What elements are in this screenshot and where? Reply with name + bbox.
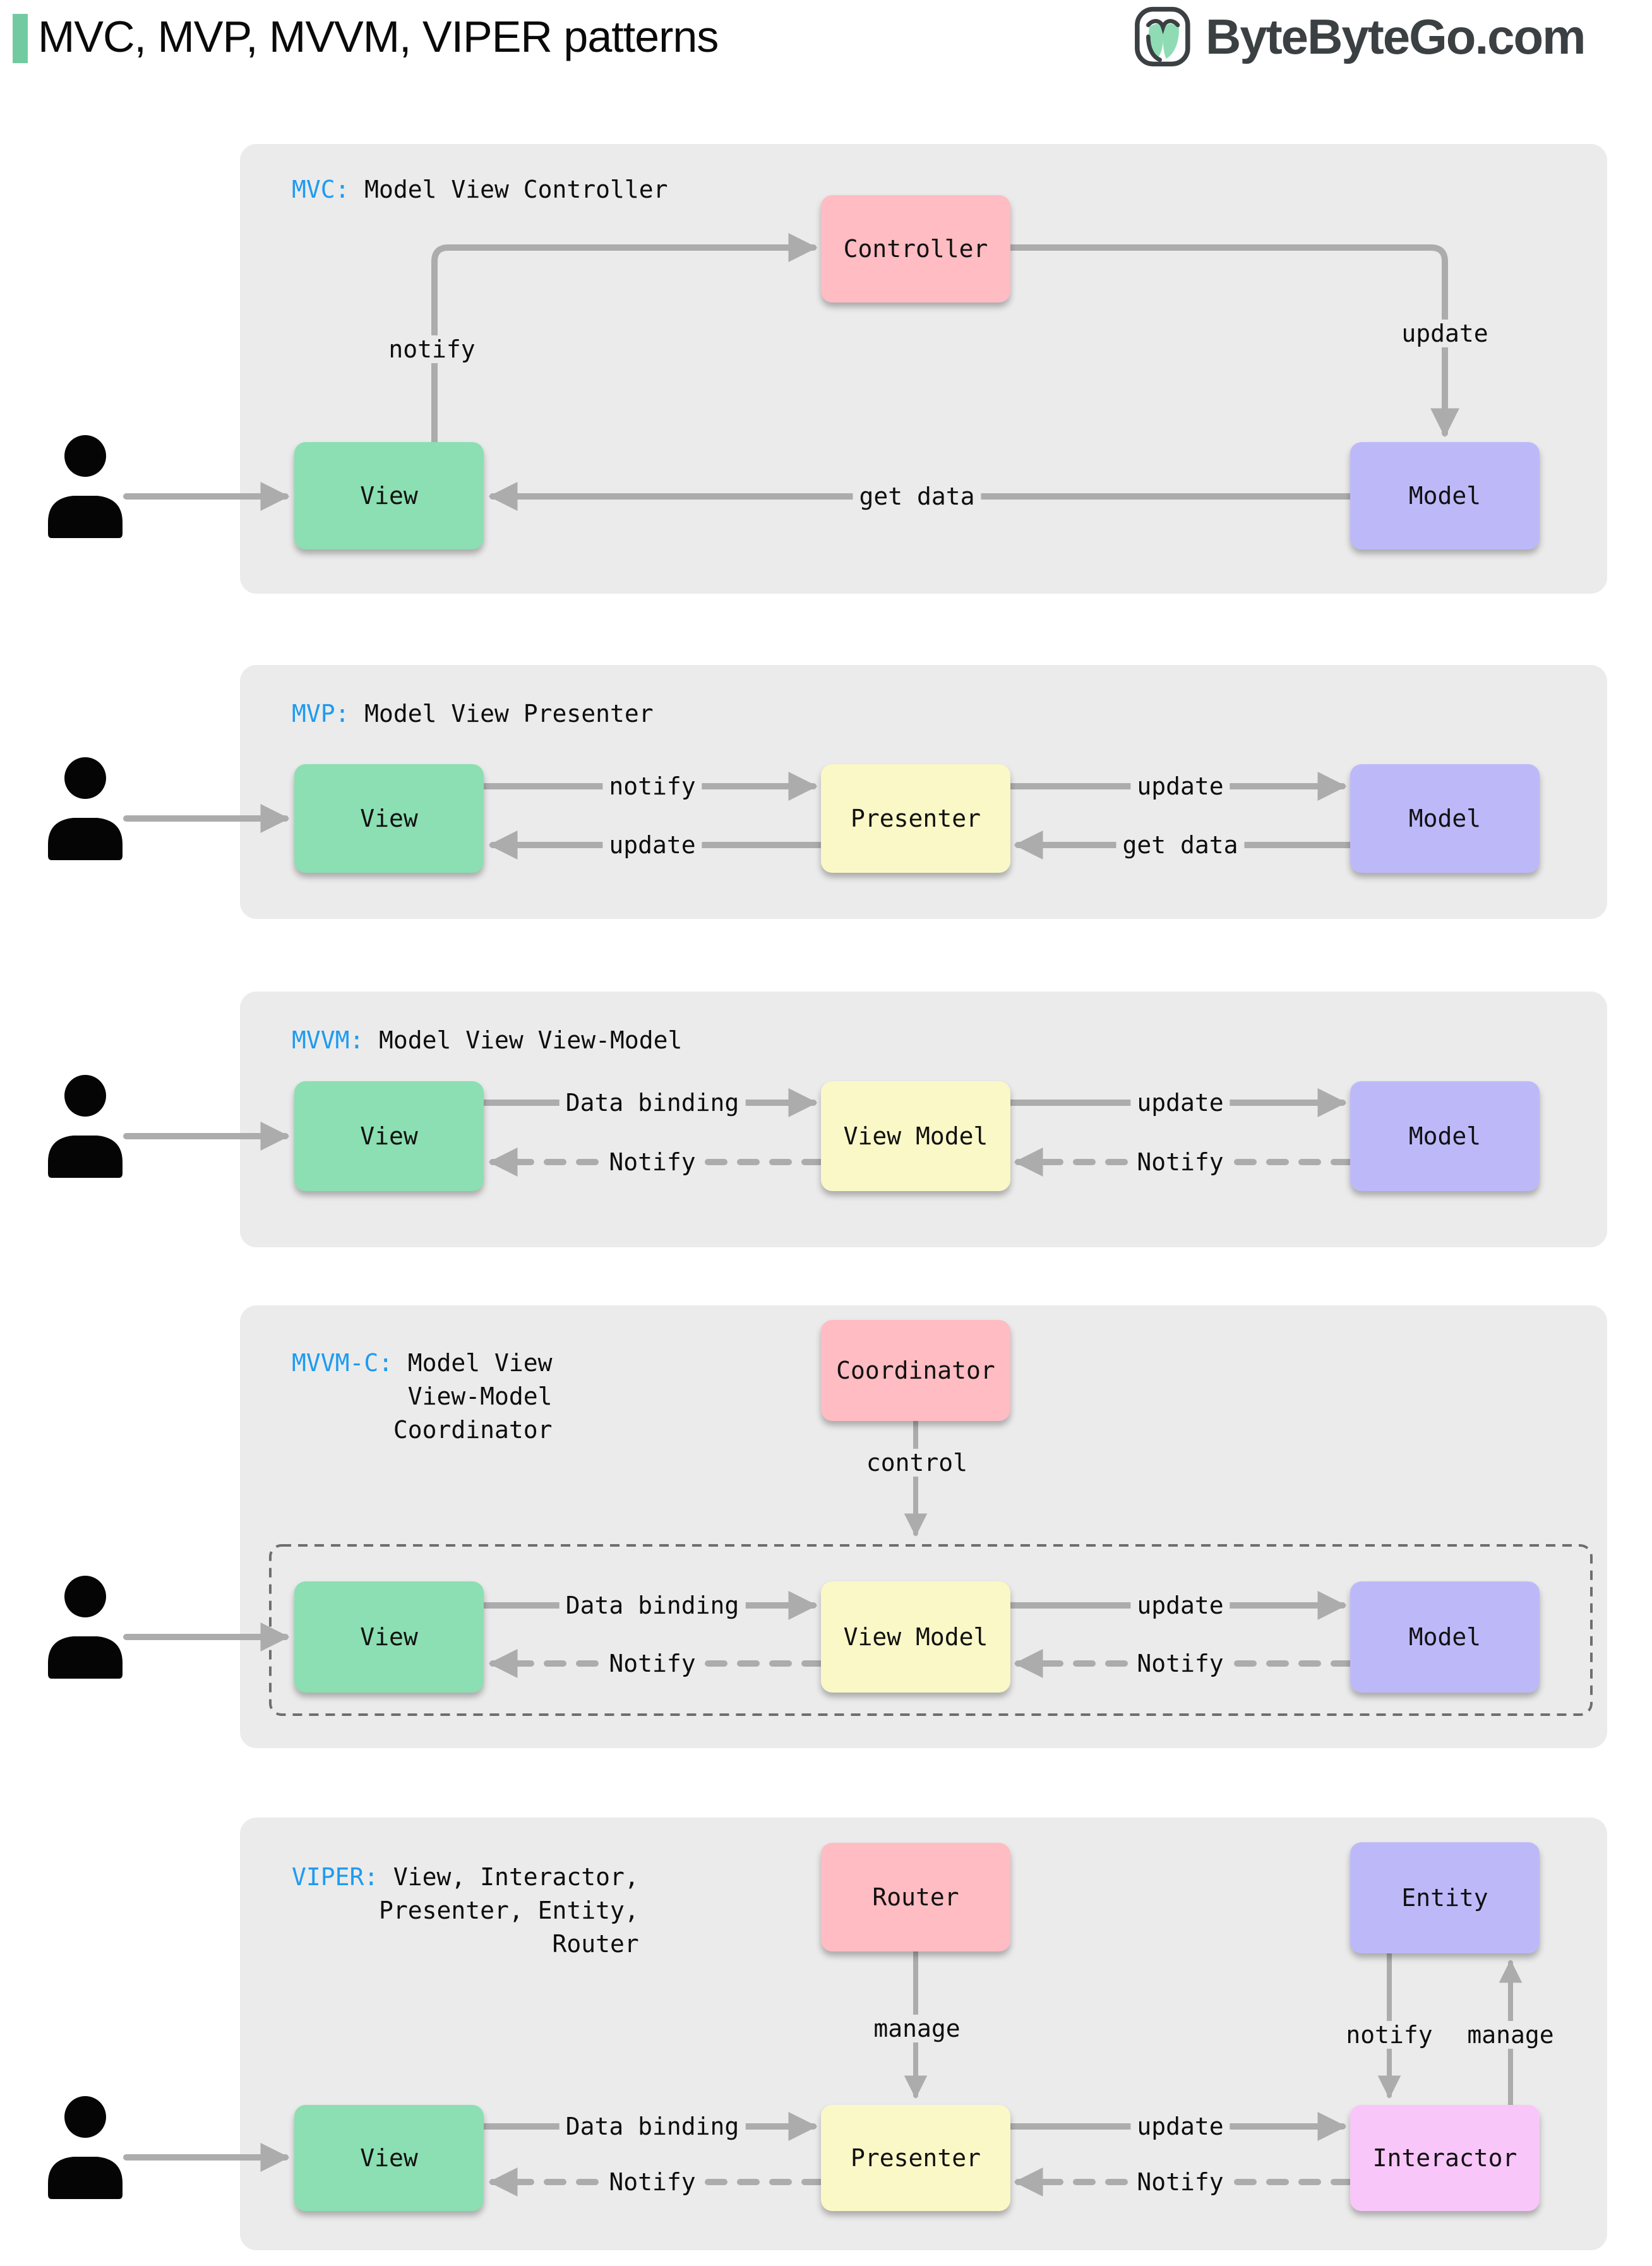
- mvvmc-view-box: View: [294, 1581, 484, 1693]
- mvvmc-view-model-box: View Model: [821, 1581, 1010, 1693]
- mvp-title-text: Model View Presenter: [364, 700, 654, 728]
- mvc-panel-title: MVC: Model View Controller: [292, 173, 668, 207]
- viper-panel-title: VIPER: View, Interactor, Presenter, Entit…: [292, 1861, 639, 1961]
- viper-router-box: Router: [821, 1843, 1010, 1951]
- viper-keyword: VIPER:: [292, 1863, 379, 1891]
- mvvm-model-box: Model: [1350, 1081, 1540, 1191]
- logo-text: ByteByteGo.com: [1206, 8, 1586, 64]
- mvp-model-box: Model: [1350, 764, 1540, 873]
- user-icon: [48, 2096, 123, 2199]
- mvvmc-panel-title: MVVM-C: Model View View-Model Coordinator: [292, 1346, 552, 1447]
- mvvm-notify-view-label: Notify: [602, 1148, 702, 1176]
- mvvm-view-model-box: View Model: [821, 1081, 1010, 1191]
- user-icon: [48, 435, 123, 538]
- bytebytego-owl-icon: [1135, 6, 1190, 67]
- viper-manage-entity-label: manage: [1461, 2021, 1560, 2049]
- mvc-title-text: Model View Controller: [364, 176, 668, 203]
- page-title: MVC, MVP, MVVM, VIPER patterns: [38, 12, 719, 61]
- user-icon: [48, 1576, 123, 1679]
- viper-notify-view-label: Notify: [602, 2168, 702, 2196]
- mvvm-view-box: View: [294, 1081, 484, 1191]
- mvc-update-label: update: [1395, 320, 1495, 347]
- mvp-update-view-label: update: [602, 831, 702, 859]
- mvvm-update-label: update: [1130, 1089, 1230, 1117]
- viper-update-label: update: [1130, 2113, 1230, 2140]
- mvp-update-model-label: update: [1130, 772, 1230, 800]
- mvvmc-notify-vm-label: Notify: [1130, 1650, 1230, 1677]
- mvvmc-coordinator-box: Coordinator: [821, 1320, 1010, 1421]
- viper-notify-entity-label: notify: [1339, 2021, 1439, 2049]
- mvvmc-model-box: Model: [1350, 1581, 1540, 1693]
- viper-view-box: View: [294, 2105, 484, 2211]
- mvp-notify-label: notify: [602, 772, 702, 800]
- mvvm-notify-vm-label: Notify: [1130, 1148, 1230, 1176]
- mvp-view-box: View: [294, 764, 484, 873]
- viper-title-line3: Router: [552, 1930, 639, 1958]
- mvvmc-data-binding-label: Data binding: [559, 1592, 746, 1619]
- mvvmc-title-line1: Model View: [407, 1349, 553, 1377]
- mvvmc-control-label: control: [859, 1449, 974, 1477]
- viper-presenter-box: Presenter: [821, 2105, 1010, 2211]
- mvc-controller-box: Controller: [821, 195, 1010, 303]
- title-accent-bar: [13, 14, 28, 63]
- mvvm-keyword: MVVM:: [292, 1026, 364, 1054]
- viper-title-line1: View, Interactor,: [393, 1863, 639, 1891]
- viper-notify-presenter-label: Notify: [1130, 2168, 1230, 2196]
- viper-data-binding-label: Data binding: [559, 2113, 746, 2140]
- mvvmc-title-line2: View-Model: [407, 1382, 553, 1410]
- mvp-get-data-label: get data: [1116, 831, 1245, 859]
- mvc-notify-label: notify: [382, 335, 482, 363]
- mvc-get-data-label: get data: [853, 483, 981, 510]
- mvvmc-scope-dashed-border: [269, 1544, 1593, 1716]
- viper-manage-router-label: manage: [867, 2015, 967, 2042]
- mvvmc-title-line3: Coordinator: [393, 1416, 553, 1444]
- mvc-view-box: View: [294, 442, 484, 549]
- bytebytego-logo: ByteByteGo.com: [1134, 5, 1586, 68]
- viper-entity-box: Entity: [1350, 1842, 1540, 1953]
- mvvmc-notify-view-label: Notify: [602, 1650, 702, 1677]
- mvp-panel-title: MVP: Model View Presenter: [292, 697, 654, 731]
- mvvmc-update-label: update: [1130, 1592, 1230, 1619]
- mvc-notify-arrow: [431, 233, 818, 445]
- mvvmc-keyword: MVVM-C:: [292, 1349, 393, 1377]
- mvvm-panel-title: MVVM: Model View View-Model: [292, 1024, 682, 1057]
- viper-interactor-box: Interactor: [1350, 2105, 1540, 2211]
- mvvm-data-binding-label: Data binding: [559, 1089, 746, 1117]
- user-icon: [48, 1075, 123, 1178]
- viper-title-line2: Presenter, Entity,: [378, 1897, 639, 1924]
- mvc-keyword: MVC:: [292, 176, 350, 203]
- mvc-model-box: Model: [1350, 442, 1540, 549]
- user-icon: [48, 757, 123, 860]
- mvp-keyword: MVP:: [292, 700, 350, 728]
- mvvm-title-text: Model View View-Model: [378, 1026, 683, 1054]
- mvp-presenter-box: Presenter: [821, 764, 1010, 873]
- mvc-update-arrow: [1007, 244, 1459, 438]
